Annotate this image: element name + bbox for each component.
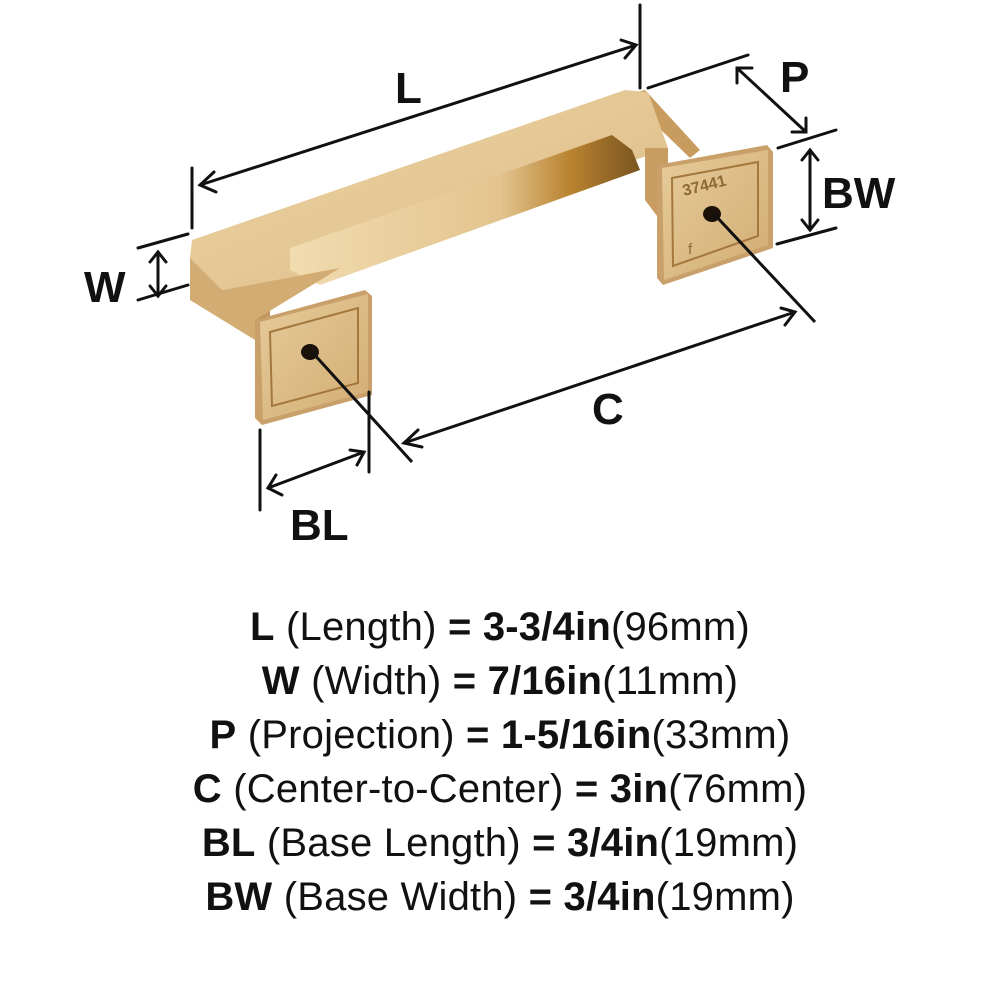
label-BL: BL xyxy=(290,501,349,550)
spec-code: L xyxy=(250,605,275,649)
spec-base-length: BL (Base Length) = 3/4in(19mm) xyxy=(0,816,1000,870)
spec-code: C xyxy=(192,767,222,811)
spec-mm-value: (96mm) xyxy=(610,605,750,649)
spec-code: BW xyxy=(205,875,273,919)
dimension-lines xyxy=(136,3,838,512)
label-L: L xyxy=(395,64,422,113)
handle-dimension-diagram: 37441 f xyxy=(84,3,896,550)
label-BW: BW xyxy=(822,169,896,218)
spec-code: P xyxy=(209,713,237,757)
spec-mm-value: (11mm) xyxy=(602,659,739,703)
spec-equals: = xyxy=(528,875,553,919)
label-W: W xyxy=(84,263,126,312)
spec-inch-value: 3/4in xyxy=(567,821,660,865)
screw-axis-lines xyxy=(310,212,817,464)
spec-mm-value: (33mm) xyxy=(651,713,791,757)
spec-description: (Projection) xyxy=(247,713,455,757)
spec-equals: = xyxy=(447,605,472,649)
inner-recess xyxy=(290,135,640,285)
dimension-spec-list: L (Length) = 3-3/4in(96mm) W (Width) = 7… xyxy=(0,600,1000,924)
top-bar-face xyxy=(190,90,668,290)
spec-projection: P (Projection) = 1-5/16in(33mm) xyxy=(0,708,1000,762)
label-P: P xyxy=(780,53,809,102)
spec-description: (Base Width) xyxy=(283,875,518,919)
spec-mm-value: (76mm) xyxy=(668,767,808,811)
cabinet-pull-handle xyxy=(190,90,700,340)
spec-description: (Center-to-Center) xyxy=(233,767,564,811)
spec-code: BL xyxy=(201,821,256,865)
spec-inch-value: 7/16in xyxy=(487,659,603,703)
base-mark: f xyxy=(688,241,693,258)
spec-equals: = xyxy=(466,713,490,757)
spec-inch-value: 3/4in xyxy=(563,875,656,919)
spec-center-to-center: C (Center-to-Center) = 3in(76mm) xyxy=(0,762,1000,816)
spec-inch-value: 1-5/16in xyxy=(500,713,652,757)
left-leg xyxy=(190,258,340,340)
spec-length: L (Length) = 3-3/4in(96mm) xyxy=(0,600,1000,654)
spec-mm-value: (19mm) xyxy=(659,821,799,865)
spec-equals: = xyxy=(574,767,599,811)
spec-equals: = xyxy=(532,821,556,865)
left-base-plate xyxy=(255,290,372,425)
spec-width: W (Width) = 7/16in(11mm) xyxy=(0,654,1000,708)
spec-inch-value: 3in xyxy=(609,767,669,811)
spec-inch-value: 3-3/4in xyxy=(482,605,611,649)
spec-description: (Base Length) xyxy=(266,821,521,865)
spec-equals: = xyxy=(452,659,477,703)
spec-mm-value: (19mm) xyxy=(655,875,795,919)
spec-code: W xyxy=(261,659,300,703)
label-C: C xyxy=(592,385,624,434)
spec-description: (Length) xyxy=(286,605,437,649)
spec-description: (Width) xyxy=(311,659,442,703)
spec-base-width: BW (Base Width) = 3/4in(19mm) xyxy=(0,870,1000,924)
